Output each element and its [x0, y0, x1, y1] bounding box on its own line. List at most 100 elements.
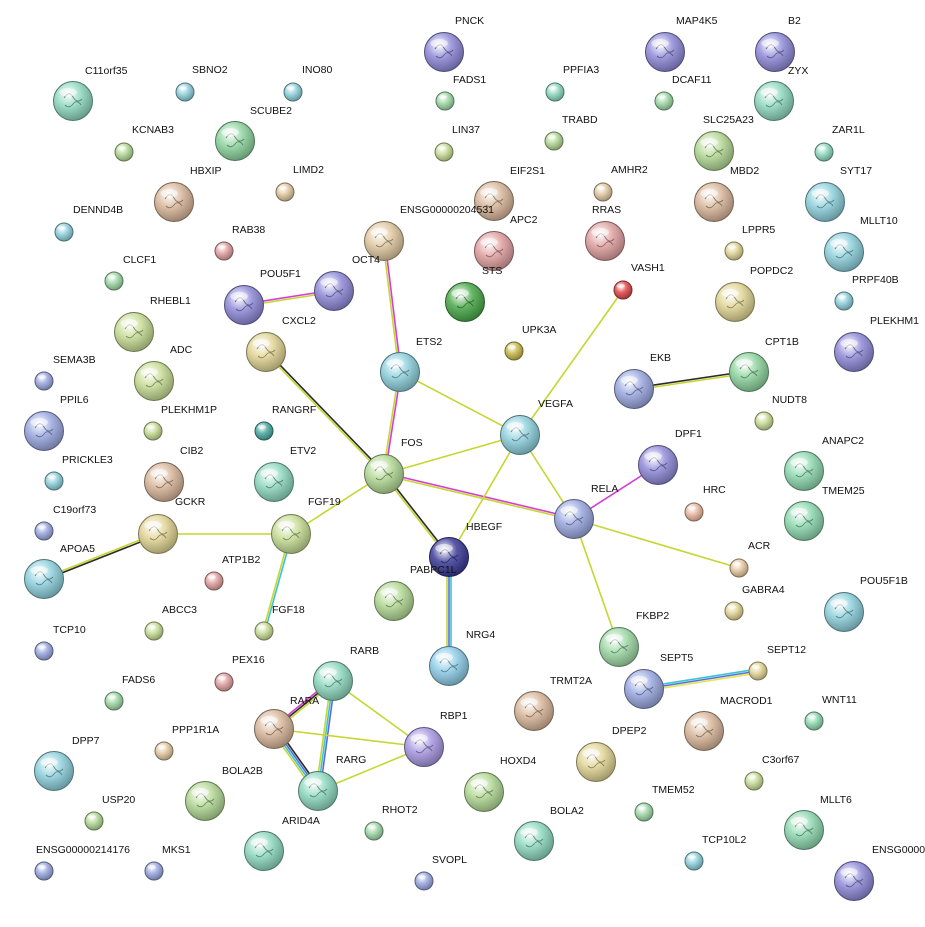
node-bubble[interactable]: [435, 91, 455, 111]
node-kcnab3[interactable]: KCNAB3: [114, 124, 174, 162]
node-vash1[interactable]: VASH1: [613, 262, 665, 300]
node-bubble[interactable]: [380, 352, 420, 392]
node-tmem52[interactable]: TMEM52: [634, 784, 695, 822]
node-ppil6[interactable]: PPIL6: [24, 394, 89, 451]
node-rras[interactable]: RRAS: [585, 204, 625, 261]
node-rbp1[interactable]: RBP1: [404, 710, 468, 767]
node-rangrf[interactable]: RANGRF: [254, 404, 316, 441]
node-rarb[interactable]: RARB: [313, 645, 380, 701]
node-apoa5[interactable]: APOA5: [24, 543, 96, 599]
node-bubble[interactable]: [748, 661, 768, 681]
node-bubble[interactable]: [54, 222, 74, 242]
node-zyx[interactable]: ZYX: [754, 65, 809, 121]
node-acr[interactable]: ACR: [729, 540, 771, 578]
node-slc25a23[interactable]: SLC25A23: [694, 114, 754, 171]
node-bubble[interactable]: [214, 241, 234, 261]
node-bubble[interactable]: [724, 601, 744, 621]
node-tmem25[interactable]: TMEM25: [784, 485, 865, 541]
node-gckr[interactable]: GCKR: [138, 496, 206, 554]
node-bubble[interactable]: [224, 285, 264, 325]
node-dpep2[interactable]: DPEP2: [576, 725, 647, 782]
node-bubble[interactable]: [34, 861, 54, 881]
node-bubble[interactable]: [684, 502, 704, 522]
node-bubble[interactable]: [53, 81, 93, 121]
node-rhebl1[interactable]: RHEBL1: [114, 295, 192, 352]
node-abcc3[interactable]: ABCC3: [144, 604, 197, 641]
node-bubble[interactable]: [715, 282, 755, 322]
node-nudt8[interactable]: NUDT8: [754, 394, 807, 431]
node-bubble[interactable]: [834, 332, 874, 372]
node-pabpc1l[interactable]: PABPC1L: [374, 564, 457, 621]
node-sbno2[interactable]: SBNO2: [175, 64, 228, 102]
node-tcp10l2[interactable]: TCP10L2: [684, 834, 747, 871]
node-bubble[interactable]: [729, 558, 749, 578]
node-rela[interactable]: RELA: [554, 483, 619, 539]
node-bubble[interactable]: [314, 271, 354, 311]
node-fos[interactable]: FOS: [364, 437, 423, 494]
node-plekhm1[interactable]: PLEKHM1: [834, 315, 920, 372]
node-bubble[interactable]: [204, 571, 224, 591]
node-bubble[interactable]: [638, 445, 678, 485]
node-bubble[interactable]: [271, 514, 311, 554]
node-bubble[interactable]: [154, 741, 174, 761]
node-bubble[interactable]: [545, 82, 565, 102]
node-bubble[interactable]: [814, 142, 834, 162]
node-sept12[interactable]: SEPT12: [748, 644, 806, 681]
node-oct4[interactable]: OCT4: [314, 254, 381, 311]
node-bubble[interactable]: [275, 182, 295, 202]
node-b2[interactable]: B2: [755, 15, 802, 72]
node-bubble[interactable]: [684, 711, 724, 751]
node-bubble[interactable]: [364, 821, 384, 841]
node-anapc2[interactable]: ANAPC2: [784, 435, 865, 491]
node-pou5f1b[interactable]: POU5F1B: [824, 575, 908, 632]
node-bubble[interactable]: [684, 851, 704, 871]
node-pnck[interactable]: PNCK: [424, 15, 485, 72]
node-bubble[interactable]: [374, 581, 414, 621]
node-gabra4[interactable]: GABRA4: [724, 584, 785, 621]
node-bubble[interactable]: [834, 861, 874, 901]
node-nrg4[interactable]: NRG4: [429, 629, 496, 686]
node-amhr2[interactable]: AMHR2: [593, 164, 648, 202]
node-mks1[interactable]: MKS1: [144, 844, 191, 881]
node-bubble[interactable]: [613, 280, 633, 300]
node-pou5f1[interactable]: POU5F1: [224, 268, 302, 325]
node-bubble[interactable]: [254, 462, 294, 502]
node-prickle3[interactable]: PRICKLE3: [44, 454, 113, 491]
node-ensg0000[interactable]: ENSG0000: [834, 844, 925, 901]
node-ensg00000204531[interactable]: ENSG00000204531: [364, 204, 495, 261]
node-bubble[interactable]: [298, 771, 338, 811]
node-arid4a[interactable]: ARID4A: [244, 815, 320, 871]
node-bubble[interactable]: [34, 371, 54, 391]
node-bubble[interactable]: [824, 592, 864, 632]
node-bubble[interactable]: [544, 131, 564, 151]
node-plekhm1p[interactable]: PLEKHM1P: [143, 404, 217, 441]
node-bubble[interactable]: [246, 332, 286, 372]
node-bubble[interactable]: [154, 182, 194, 222]
node-hoxd4[interactable]: HOXD4: [464, 755, 537, 812]
node-bubble[interactable]: [34, 521, 54, 541]
node-atp1b2[interactable]: ATP1B2: [204, 554, 260, 591]
node-fgf19[interactable]: FGF19: [271, 496, 341, 554]
node-bubble[interactable]: [805, 182, 845, 222]
node-bubble[interactable]: [784, 501, 824, 541]
node-bubble[interactable]: [729, 352, 769, 392]
node-bubble[interactable]: [784, 810, 824, 850]
node-svopl[interactable]: SVOPL: [414, 854, 467, 891]
node-fgf18[interactable]: FGF18: [254, 604, 305, 641]
node-mllt6[interactable]: MLLT6: [784, 794, 853, 850]
node-hbegf[interactable]: HBEGF: [429, 521, 503, 577]
node-dpf1[interactable]: DPF1: [638, 428, 703, 485]
node-macrod1[interactable]: MACROD1: [684, 695, 773, 751]
node-ppfia3[interactable]: PPFIA3: [545, 64, 599, 102]
node-bubble[interactable]: [585, 221, 625, 261]
node-bola2[interactable]: BOLA2: [514, 805, 585, 861]
node-hbxip[interactable]: HBXIP: [154, 165, 222, 222]
node-upk3a[interactable]: UPK3A: [504, 324, 556, 361]
node-ino80[interactable]: INO80: [283, 64, 333, 102]
node-dcaf11[interactable]: DCAF11: [654, 74, 712, 111]
node-apc2[interactable]: APC2: [474, 214, 538, 271]
node-bubble[interactable]: [244, 831, 284, 871]
node-rara[interactable]: RARA: [254, 695, 320, 749]
node-usp20[interactable]: USP20: [84, 794, 135, 831]
node-prpf40b[interactable]: PRPF40B: [834, 274, 899, 311]
